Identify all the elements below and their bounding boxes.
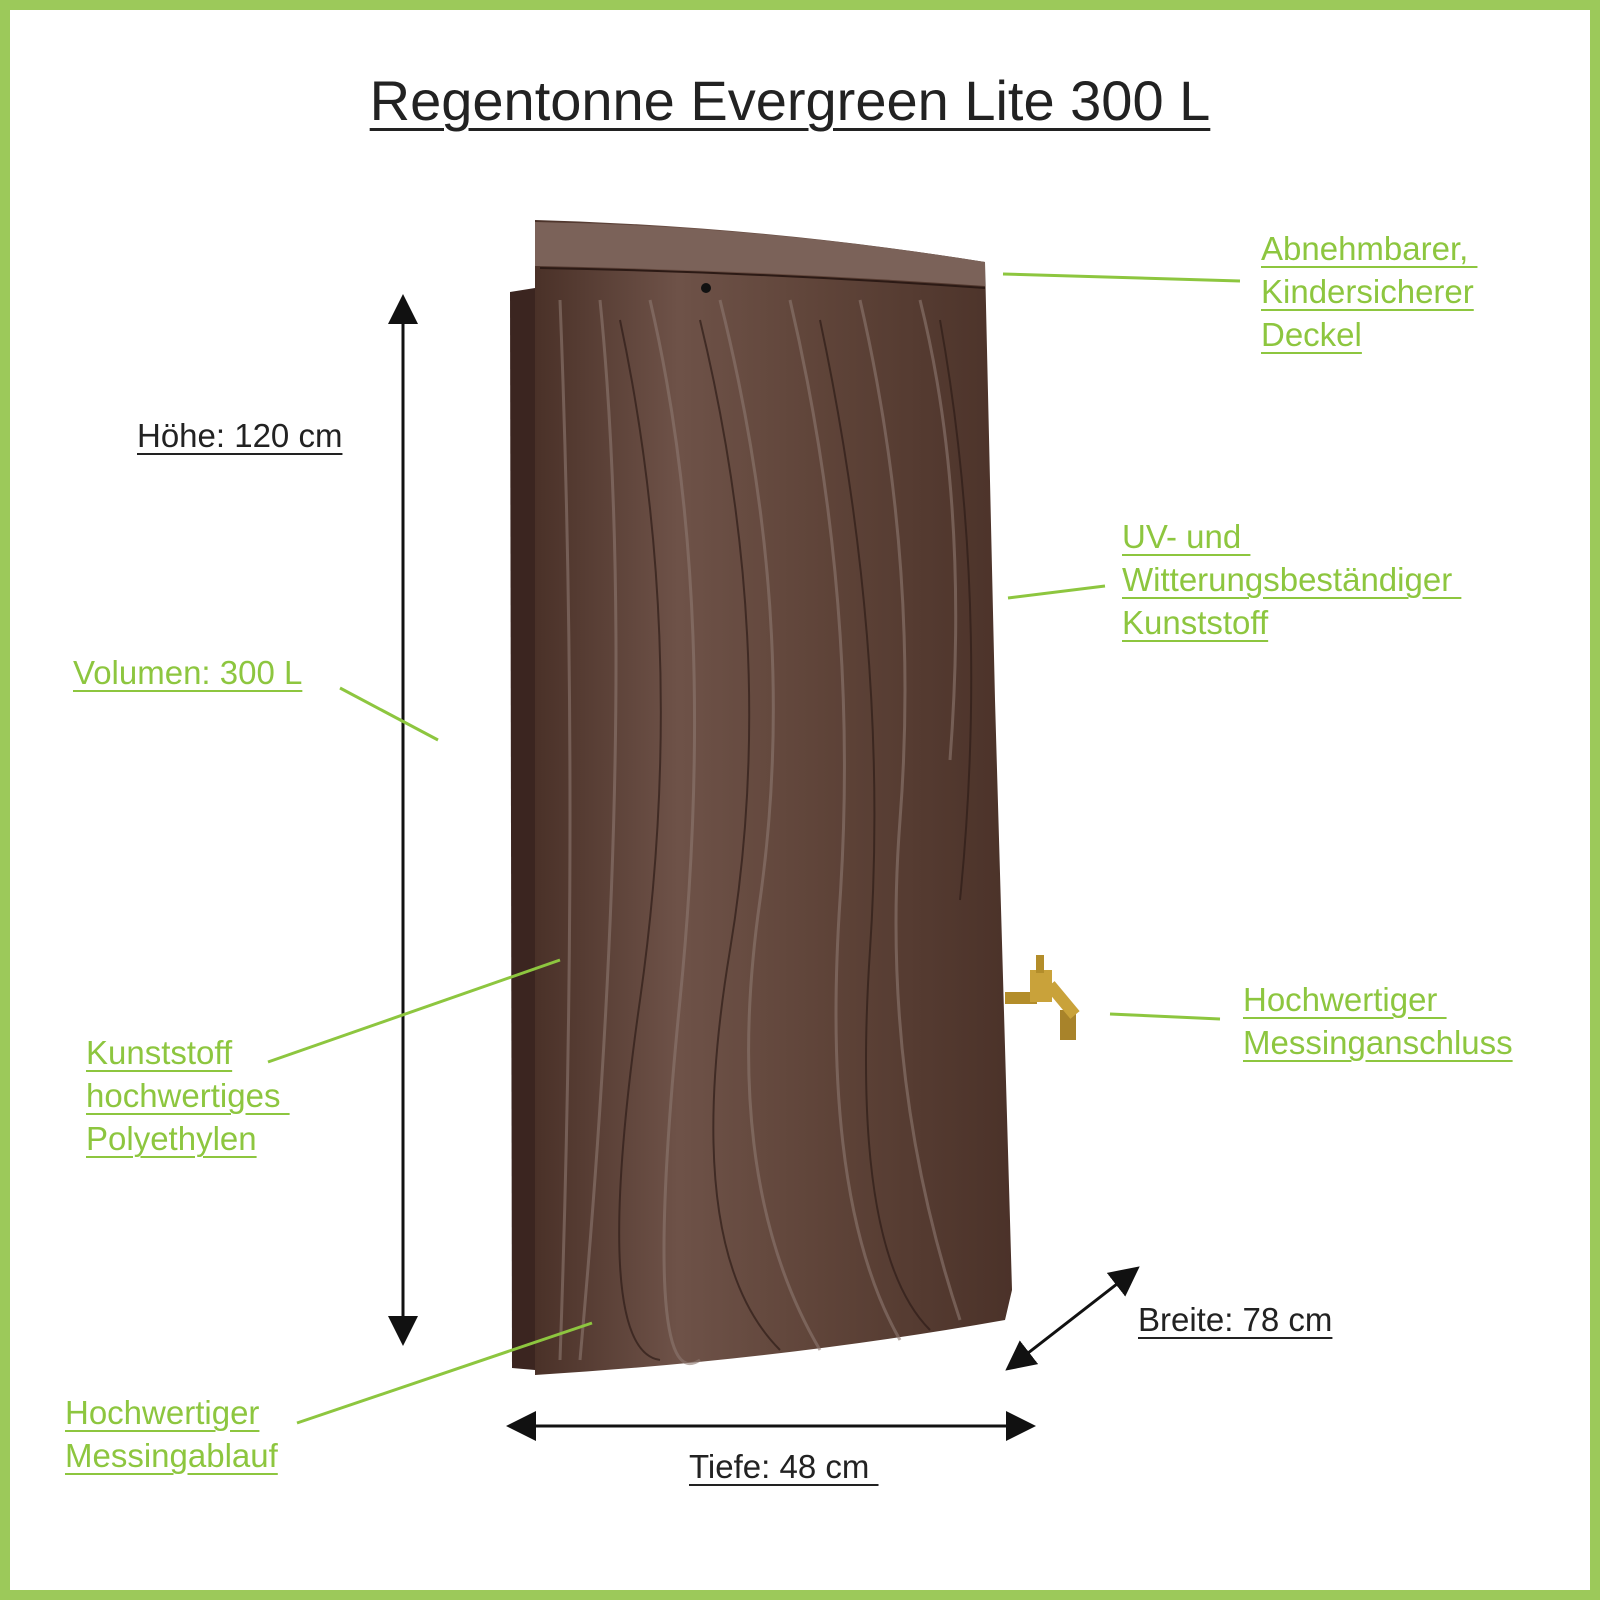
material-line: hochwertiges <box>86 1077 290 1114</box>
dimension-arrows <box>388 294 1140 1441</box>
tap-line: Hochwertiger <box>1243 981 1447 1018</box>
drain-line: Hochwertiger <box>65 1394 260 1431</box>
depth-text: Tiefe: 48 cm <box>689 1448 879 1485</box>
leader-lines <box>267 272 1241 1425</box>
lid-line: Deckel <box>1261 316 1362 353</box>
uv-feature-label: UV- und Witterungsbeständiger Kunststoff <box>1122 515 1461 644</box>
material-feature-label: Kunststoff hochwertiges Polyethylen <box>86 1031 290 1160</box>
drain-feature-label: Hochwertiger Messingablauf <box>65 1391 278 1477</box>
uv-line: Kunststoff <box>1122 604 1269 641</box>
title-text: Regentonne Evergreen Lite 300 L <box>369 69 1211 132</box>
brass-tap <box>1005 955 1080 1040</box>
uv-line: UV- und <box>1122 518 1251 555</box>
tap-feature-label: Hochwertiger Messinganschluss <box>1243 978 1513 1064</box>
height-label: Höhe: 120 cm <box>137 414 342 457</box>
width-label: Breite: 78 cm <box>1138 1298 1332 1341</box>
height-text: Höhe: 120 cm <box>137 417 343 454</box>
depth-label: Tiefe: 48 cm <box>689 1445 879 1488</box>
material-line: Kunststoff <box>86 1034 233 1071</box>
drain-line: Messingablauf <box>65 1437 278 1474</box>
width-text: Breite: 78 cm <box>1138 1301 1333 1338</box>
page-title: Regentonne Evergreen Lite 300 L <box>0 68 1580 133</box>
volume-feature-label: Volumen: 300 L <box>73 651 302 694</box>
lid-line: Kindersicherer <box>1261 273 1474 310</box>
lid-line: Abnehmbarer, <box>1261 230 1478 267</box>
material-line: Polyethylen <box>86 1120 257 1157</box>
tap-line: Messinganschluss <box>1243 1024 1513 1061</box>
lid-feature-label: Abnehmbarer, Kindersicherer Deckel <box>1261 227 1477 356</box>
rain-barrel <box>510 220 1012 1375</box>
uv-line: Witterungsbeständiger <box>1122 561 1462 598</box>
volume-line: Volumen: 300 L <box>73 654 303 691</box>
